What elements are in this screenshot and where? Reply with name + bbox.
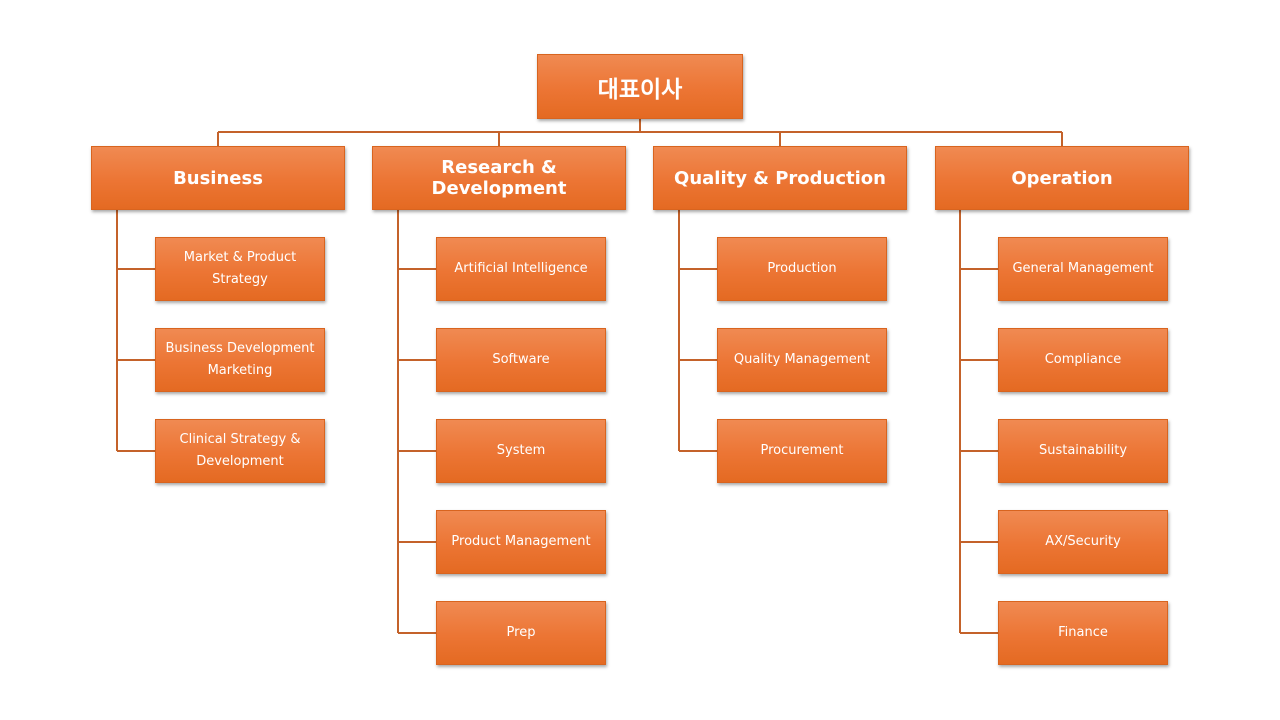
team-finance: Finance: [998, 601, 1168, 665]
team-business-development-marketing: Business Development Marketing: [155, 328, 325, 392]
team-artificial-intelligence: Artificial Intelligence: [436, 237, 606, 301]
root-node: 대표이사: [537, 54, 743, 119]
team-compliance: Compliance: [998, 328, 1168, 392]
team-clinical-strategy-development: Clinical Strategy & Development: [155, 419, 325, 483]
team-sustainability: Sustainability: [998, 419, 1168, 483]
team-ax-security: AX/Security: [998, 510, 1168, 574]
division-research-development: Research & Development: [372, 146, 626, 210]
team-software: Software: [436, 328, 606, 392]
team-quality-management: Quality Management: [717, 328, 887, 392]
team-system: System: [436, 419, 606, 483]
team-procurement: Procurement: [717, 419, 887, 483]
team-production: Production: [717, 237, 887, 301]
team-product-management: Product Management: [436, 510, 606, 574]
division-business: Business: [91, 146, 345, 210]
team-prep: Prep: [436, 601, 606, 665]
team-market-product-strategy: Market & Product Strategy: [155, 237, 325, 301]
team-general-management: General Management: [998, 237, 1168, 301]
division-operation: Operation: [935, 146, 1189, 210]
division-quality-production: Quality & Production: [653, 146, 907, 210]
